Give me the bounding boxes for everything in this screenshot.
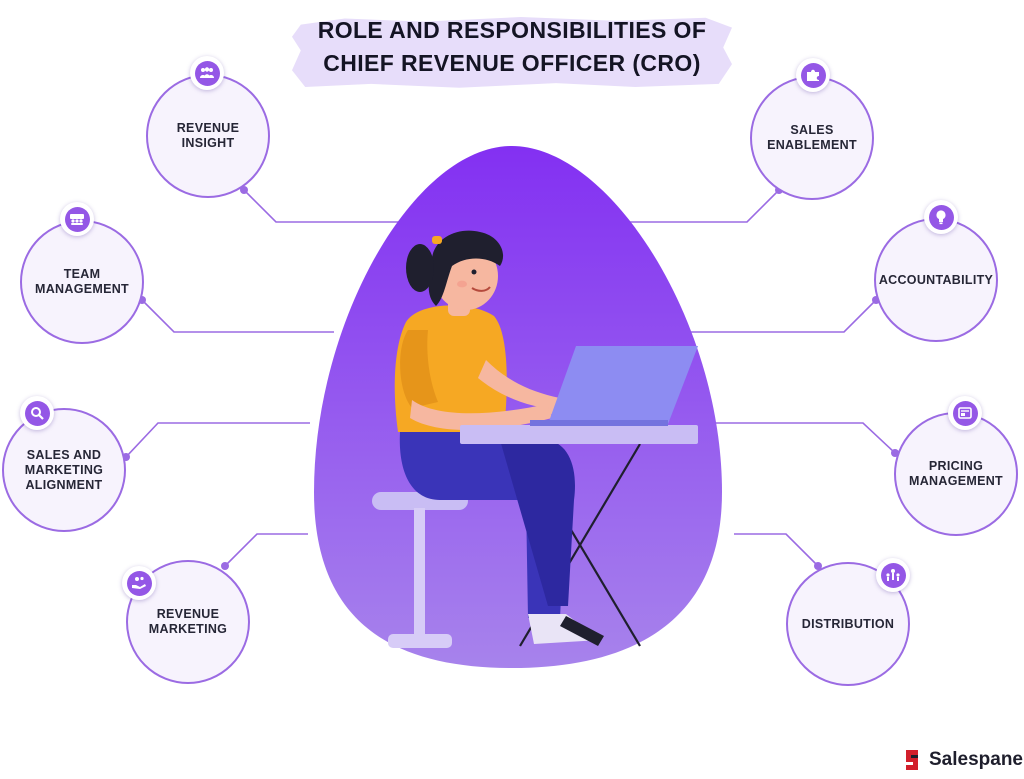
node-revenue-insight: REVENUE INSIGHT [146, 74, 270, 198]
title-brush-highlight [292, 17, 732, 88]
badge-revenue-insight [190, 56, 224, 90]
badge-sales-marketing-alignment [20, 396, 54, 430]
brand-logo: Salespanel [903, 746, 1024, 774]
node-label-line: MARKETING [24, 462, 104, 477]
node-label-line: REVENUE [176, 121, 240, 135]
node-label-line: DISTRIBUTION [801, 616, 895, 631]
network-icon [880, 562, 906, 588]
puzzle-icon [800, 62, 826, 88]
title-block: ROLE AND RESPONSIBILITIES OF CHIEF REVEN… [292, 10, 732, 88]
node-label-line: TEAM [63, 267, 101, 281]
node-label-line: SALES AND [26, 447, 102, 462]
price-tag-icon [952, 400, 978, 426]
node-label-line: ALIGNMENT [25, 477, 103, 492]
desk-top [460, 425, 698, 444]
node-sales-enablement: SALES ENABLEMENT [750, 76, 874, 200]
node-label-line: INSIGHT [181, 136, 235, 150]
hand-coins-icon [126, 570, 152, 596]
connector-team-management [141, 299, 334, 333]
node-team-management: TEAM MANAGEMENT [20, 220, 144, 344]
people-group-icon [194, 60, 220, 86]
laptop-illustration [530, 346, 698, 426]
node-accountability: ACCOUNTABILITY [874, 218, 998, 342]
person-legs [399, 432, 604, 646]
title-line-2: CHIEF REVENUE OFFICER (CRO) [323, 50, 701, 76]
page-title: ROLE AND RESPONSIBILITIES OF CHIEF REVEN… [292, 14, 732, 80]
badge-revenue-marketing [122, 566, 156, 600]
node-label-line: PRICING [928, 459, 984, 473]
person-head [406, 230, 504, 316]
badge-pricing-management [948, 396, 982, 430]
node-label-line: SALES [790, 123, 834, 137]
node-label-line: MARKETING [148, 622, 228, 636]
person-torso [394, 305, 507, 432]
badge-distribution [876, 558, 910, 592]
node-label-line: REVENUE [156, 607, 220, 621]
brand-name: Salespanel [929, 749, 1024, 770]
badge-team-management [60, 202, 94, 236]
connector-sales-enablement [620, 189, 780, 223]
node-label-line: ENABLEMENT [767, 138, 857, 152]
node-label-line: MANAGEMENT [909, 474, 1003, 488]
connector-distribution [734, 533, 819, 567]
salespanel-logo-icon [906, 750, 918, 770]
connector-revenue-marketing [224, 533, 308, 567]
connector-accountability [684, 299, 877, 333]
connector-revenue-insight [243, 189, 400, 223]
node-pricing-management: PRICING MANAGEMENT [894, 412, 1018, 536]
connector-lines [125, 189, 896, 567]
badge-sales-enablement [796, 58, 830, 92]
magnifier-icon [24, 400, 50, 426]
connector-sales-marketing-alignment [125, 422, 310, 458]
title-line-1: ROLE AND RESPONSIBILITIES OF [317, 17, 707, 43]
team-icon [64, 206, 90, 232]
connector-pricing-management [716, 422, 896, 454]
node-label-line: MANAGEMENT [35, 282, 129, 296]
badge-accountability [924, 200, 958, 234]
node-sales-marketing-alignment: SALES AND MARKETING ALIGNMENT [2, 408, 126, 532]
node-label-line: ACCOUNTABILITY [878, 272, 994, 287]
lightbulb-icon [928, 204, 954, 230]
